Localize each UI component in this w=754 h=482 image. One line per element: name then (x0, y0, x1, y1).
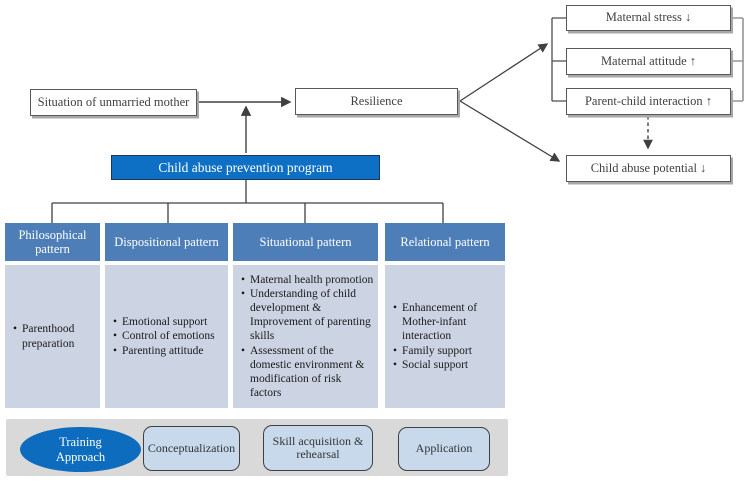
list-item: Understanding of child development & Imp… (240, 287, 374, 343)
column-body-philosophical: Parenthood preparation (5, 265, 100, 408)
list-item: Family support (392, 344, 501, 358)
training-approach-ellipse: Training Approach (20, 427, 141, 472)
outcome-box-maternal-attitude: Maternal attitude ↑ (566, 48, 731, 75)
outcome-box-parent-child-interaction: Parent-child interaction ↑ (566, 88, 731, 115)
column-body-relational: Enhancement of Mother-infant interaction… (385, 265, 505, 408)
program-to-columns-tree (51, 180, 444, 223)
column-header-situational: Situational pattern (233, 223, 378, 261)
list-item: Maternal health promotion (240, 273, 374, 287)
list-item: Control of emotions (112, 329, 224, 343)
outcomes-left-bracket (551, 17, 566, 102)
outcome-box-maternal-stress: Maternal stress ↓ (566, 5, 731, 31)
training-step-application: Application (398, 427, 490, 471)
arrow-resilience-to-potential (459, 100, 561, 162)
column-header-relational: Relational pattern (385, 223, 505, 261)
list-item: Emotional support (112, 315, 224, 329)
training-step-skill-acquisition: Skill acquisition & rehearsal (263, 425, 373, 471)
arrow-resilience-to-outcomes (459, 43, 549, 102)
column-header-philosophical: Philosophical pattern (5, 223, 100, 261)
situation-box: Situation of unmarried mother (30, 89, 197, 116)
list-item: Social support (392, 358, 501, 372)
program-box: Child abuse prevention program (111, 155, 380, 180)
list-item: Parenthood preparation (12, 322, 96, 350)
column-header-dispositional: Dispositional pattern (105, 223, 228, 261)
column-body-dispositional: Emotional support Control of emotions Pa… (105, 265, 228, 408)
list-item: Assessment of the domestic environment &… (240, 344, 374, 400)
list-item: Enhancement of Mother-infant interaction (392, 301, 501, 343)
list-item: Parenting attitude (112, 344, 224, 358)
child-abuse-potential-box: Child abuse potential ↓ (566, 155, 731, 182)
outcomes-right-bracket (731, 17, 744, 102)
column-body-situational: Maternal health promotion Understanding … (233, 265, 378, 408)
training-step-conceptualization: Conceptualization (143, 426, 240, 471)
resilience-box: Resilience (295, 88, 458, 115)
